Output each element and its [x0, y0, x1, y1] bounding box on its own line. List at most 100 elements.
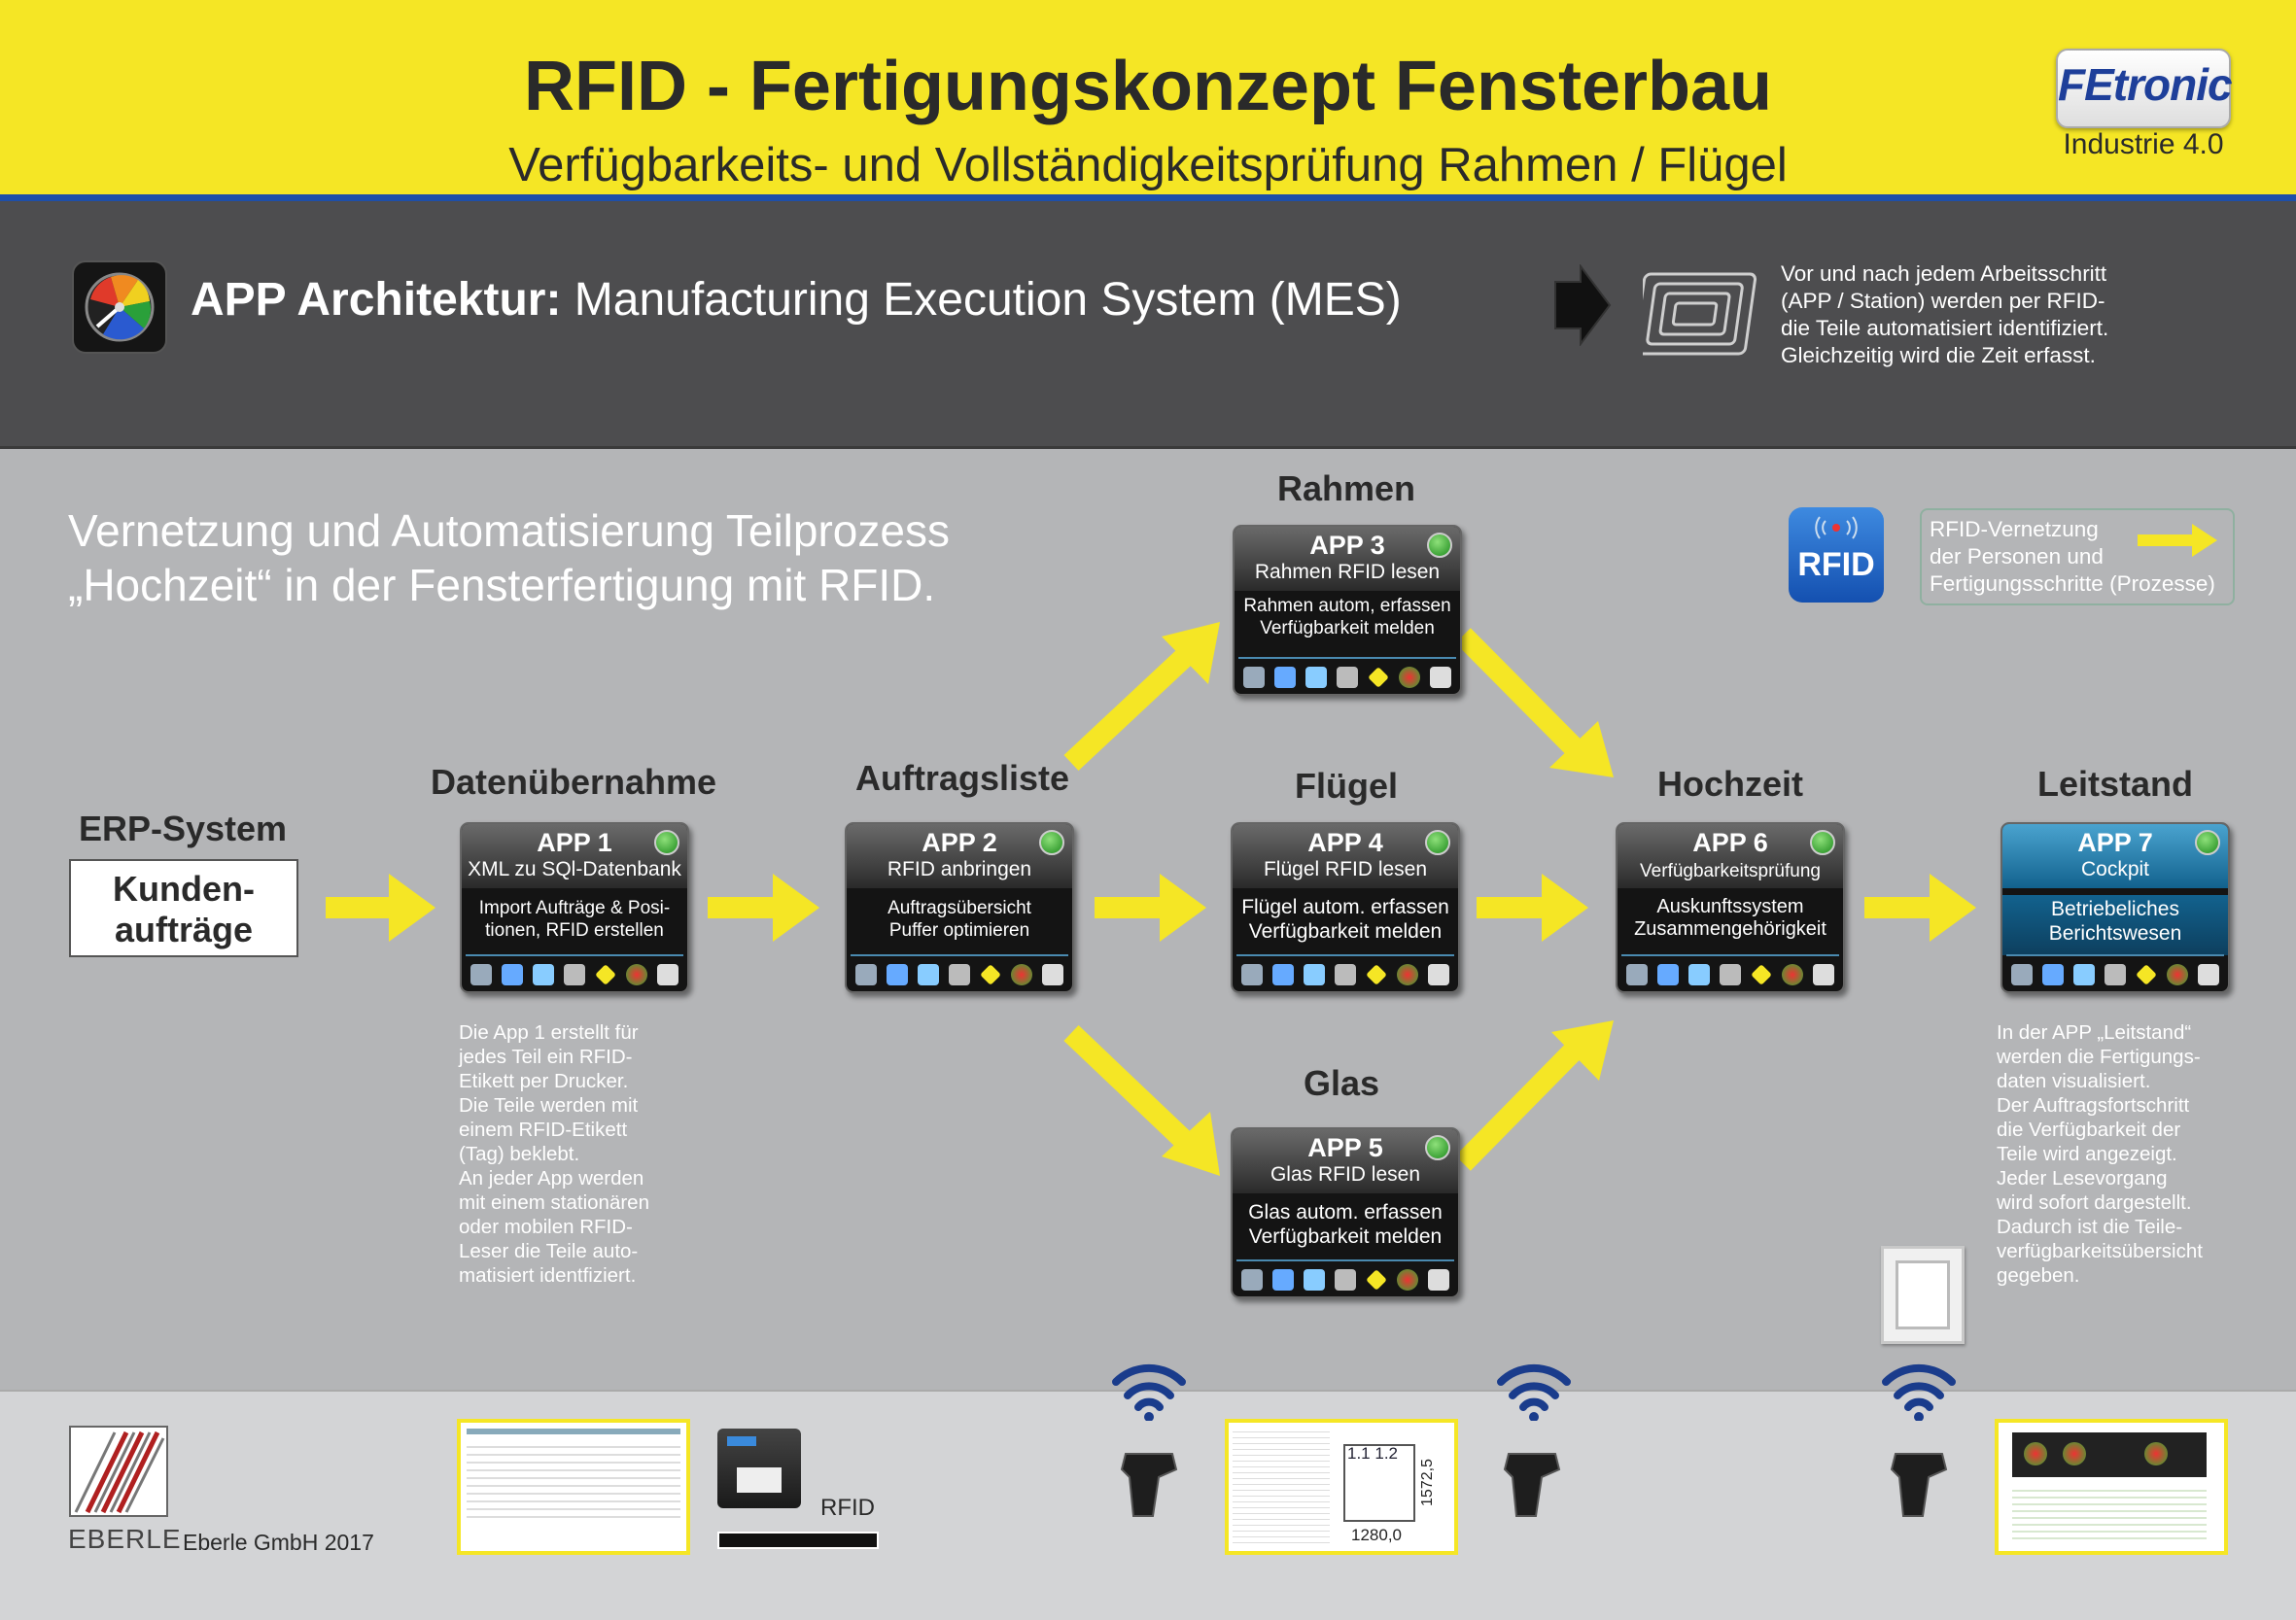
app5-header: APP 5 Glas RFID lesen [1233, 1129, 1458, 1193]
rfid-label-tag-icon [717, 1532, 879, 1549]
note-icon [1813, 964, 1834, 985]
note-icon [2198, 964, 2219, 985]
diamond-icon [1366, 964, 1387, 985]
screen-icon [470, 964, 492, 985]
chart-icon [1399, 667, 1420, 688]
architecture-heading: APP Architektur: Manufacturing Execution… [191, 274, 1402, 326]
wifi-icon [1497, 1363, 1571, 1421]
network-icon [2073, 964, 2095, 985]
tag-icon [1272, 1269, 1294, 1291]
app-toolbar [466, 954, 683, 985]
window-frame-icon [1881, 1246, 1965, 1344]
wrench-icon [1335, 1269, 1356, 1291]
app3-card[interactable]: APP 3 Rahmen RFID lesen Rahmen autom, er… [1233, 525, 1462, 696]
screen-icon [1243, 667, 1265, 688]
network-icon [533, 964, 554, 985]
fetronic-logo-text: FEtronic [2058, 59, 2233, 110]
wrench-icon [1337, 667, 1358, 688]
status-led-icon [1039, 830, 1064, 855]
tag-icon [887, 964, 908, 985]
tag-icon [2042, 964, 2064, 985]
diamond-icon [595, 964, 616, 985]
chart-icon [2167, 964, 2188, 985]
status-led-icon [1425, 1135, 1450, 1160]
app4-name: APP 4 [1307, 828, 1383, 857]
app-toolbar [1238, 657, 1456, 688]
page-subtitle: Verfügbarkeits- und Vollständigkeitsprüf… [508, 139, 1788, 191]
wifi-icon [1882, 1363, 1956, 1421]
tag-icon [1272, 964, 1294, 985]
chart-icon [1011, 964, 1032, 985]
erp-orders-box: Kunden- aufträge [69, 859, 298, 957]
stage-datenuebernahme: Datenübernahme [430, 762, 717, 802]
app4-card[interactable]: APP 4 Flügel RFID lesen Flügel autom. er… [1231, 822, 1460, 993]
app-toolbar [1236, 954, 1454, 985]
chart-icon [626, 964, 647, 985]
app3-function: Rahmen RFID lesen [1254, 561, 1441, 583]
network-icon [918, 964, 939, 985]
note-icon [1430, 667, 1451, 688]
legend-text: RFID-Vernetzung der Personen und Fertigu… [1930, 517, 2215, 596]
app1-function: XML zu SQl-Datenbank [468, 858, 681, 880]
screen-icon [1626, 964, 1648, 985]
stage-rahmen: Rahmen [1276, 468, 1416, 508]
legend-arrow-icon [2138, 524, 2217, 557]
screen-icon [1241, 964, 1263, 985]
eberle-logo-text: EBERLE [68, 1524, 182, 1554]
diamond-icon [1751, 964, 1772, 985]
app7-name: APP 7 [2077, 828, 2153, 857]
app1-description: Import Aufträge & Posi-tionen, RFID erst… [478, 898, 671, 941]
eberle-logo [69, 1426, 168, 1517]
arrow-app4-app6 [1477, 874, 1588, 942]
app4-function: Flügel RFID lesen [1263, 858, 1428, 880]
legend-box: RFID-Vernetzung der Personen und Fertigu… [1920, 508, 2235, 605]
note-icon [1428, 964, 1449, 985]
printer-icon [717, 1429, 801, 1508]
stage-glas: Glas [1303, 1063, 1380, 1103]
wifi-icon [1112, 1363, 1186, 1421]
network-icon [1304, 964, 1325, 985]
app1-card[interactable]: APP 1 XML zu SQl-Datenbank Import Aufträ… [460, 822, 689, 993]
rfid-tag-icon [1643, 272, 1757, 356]
app5-card[interactable]: APP 5 Glas RFID lesen Glas autom. erfass… [1231, 1127, 1460, 1298]
rfid-scanner-icon [1890, 1453, 1948, 1517]
tag-icon [1657, 964, 1679, 985]
arrow-app5-app6 [1455, 1042, 1583, 1171]
network-icon [1304, 1269, 1325, 1291]
arrow-app2-app5 [1063, 1025, 1199, 1155]
app-toolbar [1236, 1259, 1454, 1291]
app3-name: APP 3 [1309, 531, 1385, 560]
wrench-icon [2105, 964, 2126, 985]
screen-icon [2011, 964, 2033, 985]
app-toolbar [1621, 954, 1839, 985]
arrow-app3-app6 [1455, 628, 1583, 756]
tag-icon [1274, 667, 1296, 688]
note-icon [657, 964, 678, 985]
app6-function: Verfügbarkeitsprüfung [1640, 861, 1821, 881]
network-icon [1305, 667, 1327, 688]
rfid-scanner-icon [1503, 1453, 1561, 1517]
diamond-icon [980, 964, 1001, 985]
page-title: RFID - Fertigungskonzept Fensterbau [523, 48, 1773, 125]
arrow-erp-app1 [326, 874, 435, 942]
note-icon [1428, 1269, 1449, 1291]
app1-header: APP 1 XML zu SQl-Datenbank [462, 824, 687, 888]
wrench-icon [564, 964, 585, 985]
arrow-app6-app7 [1864, 874, 1976, 942]
diamond-icon [1368, 667, 1389, 688]
wrench-icon [1720, 964, 1741, 985]
architecture-band [0, 201, 2296, 449]
app6-card[interactable]: APP 6 Verfügbarkeitsprüfung Auskunftssys… [1616, 822, 1845, 993]
erp-list-screenshot [457, 1419, 690, 1555]
stage-auftragsliste: Auftragsliste [854, 758, 1070, 798]
status-led-icon [1425, 830, 1450, 855]
rfid-badge-icon: RFID [1789, 507, 1884, 603]
industrie-label: Industrie 4.0 [2063, 128, 2224, 160]
